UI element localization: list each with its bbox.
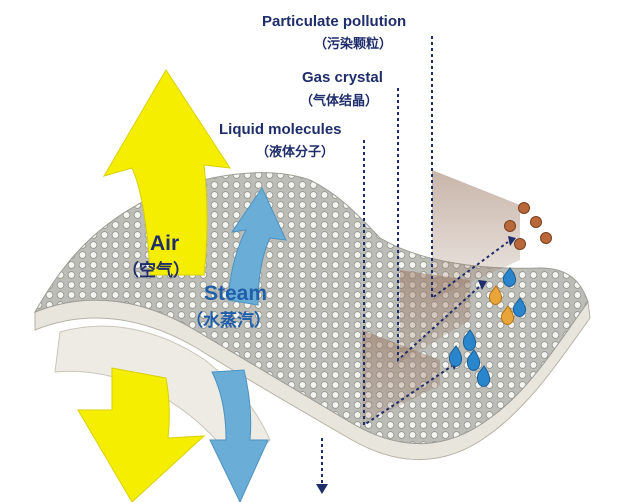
air-label: Air [150,232,180,255]
air-down-arrow [77,367,206,502]
particulate-leader [431,36,509,300]
air-label-cn: （空气） [122,261,190,280]
steam-label: Steam [204,282,268,305]
gas-drop-icon [489,267,527,325]
liquid-molecules-label: Liquid molecules [219,121,342,138]
steam-up-arrow [227,186,287,306]
particulate-arrowhead [508,236,516,246]
gas-crystal-label: Gas crystal [302,69,383,86]
liquid-shadow [362,330,440,425]
air-up-arrow [102,69,232,276]
steam-label-cn: （水蒸汽） [186,311,271,330]
water-drop-icon [449,329,491,387]
gas-leader [397,88,481,363]
liquid-leader [363,140,453,427]
downward-arrowhead [316,484,328,494]
gas-arrowhead [478,280,487,290]
gas-crystal-label-cn: （气体结晶） [300,93,379,108]
particle-dot-icon [504,202,552,250]
particulate-shadow [432,170,520,300]
steam-down-arrow [209,369,269,502]
gas-shadow [400,270,470,362]
particulate-label-cn: （污染颗粒） [314,36,393,51]
particulate-label: Particulate pollution [262,13,407,30]
liquid-molecules-label-cn: （液体分子） [256,144,335,159]
